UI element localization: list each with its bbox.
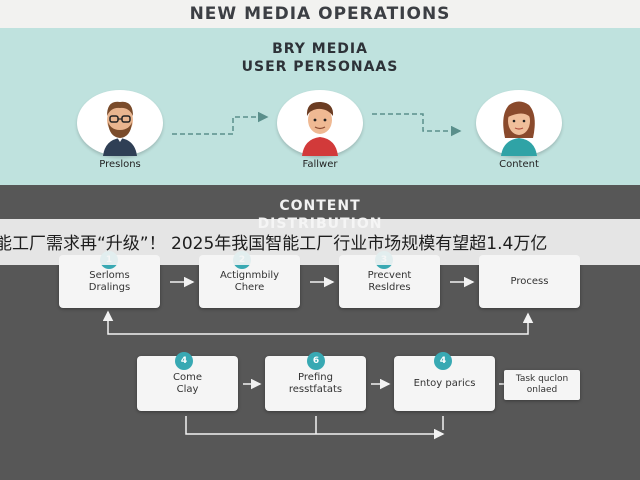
persona-avatar-3 — [476, 90, 562, 156]
title-bar — [0, 0, 640, 28]
persona-label-2: Fallwer — [302, 159, 338, 170]
distribution-heading-line1: CONTENT — [279, 198, 361, 214]
news-banner[interactable]: 能工厂需求再“升级”！ 2025年我国智能工厂行业市场规模有望超1.4万亿 — [0, 219, 640, 265]
persona-label-1: Preslons — [99, 159, 141, 170]
persona-label-3: Content — [499, 159, 539, 170]
news-banner-text[interactable]: 能工厂需求再“升级”！ 2025年我国智能工厂行业市场规模有望超1.4万亿 — [0, 234, 548, 254]
side-note-label: Task quclon onlaed — [515, 374, 569, 395]
personas-heading: BRY MEDIA USER PERSONAAS — [0, 40, 640, 76]
flow-box-4-label: Process — [510, 275, 549, 287]
personas-heading-line2: USER PERSONAAS — [241, 59, 399, 75]
side-note-box: Task quclon onlaed — [504, 370, 580, 400]
flow-box-6: Prefing resstfatats — [265, 356, 366, 411]
personas-heading-line1: BRY MEDIA — [272, 41, 368, 57]
step-badge-7: 4 — [434, 352, 452, 370]
flow-box-1-label: Serloms Dralings — [88, 269, 131, 293]
page-title: NEW MEDIA OPERATIONS — [189, 4, 451, 24]
persona-avatar-2 — [277, 90, 363, 156]
flow-box-5-label: Come Clay — [173, 371, 202, 395]
step-badge-6: 6 — [307, 352, 325, 370]
dashed-arrow-2 — [372, 113, 462, 137]
bottom-loop — [185, 416, 445, 440]
persona-avatar-1 — [77, 90, 163, 156]
flow-box-6-label: Prefing resstfatats — [288, 371, 343, 395]
feedback-loop-1 — [107, 312, 534, 335]
flow-box-3-label: Precvent Resldres — [367, 269, 412, 293]
step-badge-4: 4 — [175, 352, 193, 370]
flow-box-7-label: Entoy parics — [413, 377, 476, 389]
flow-box-2-label: Actignmbily Chere — [219, 269, 280, 293]
